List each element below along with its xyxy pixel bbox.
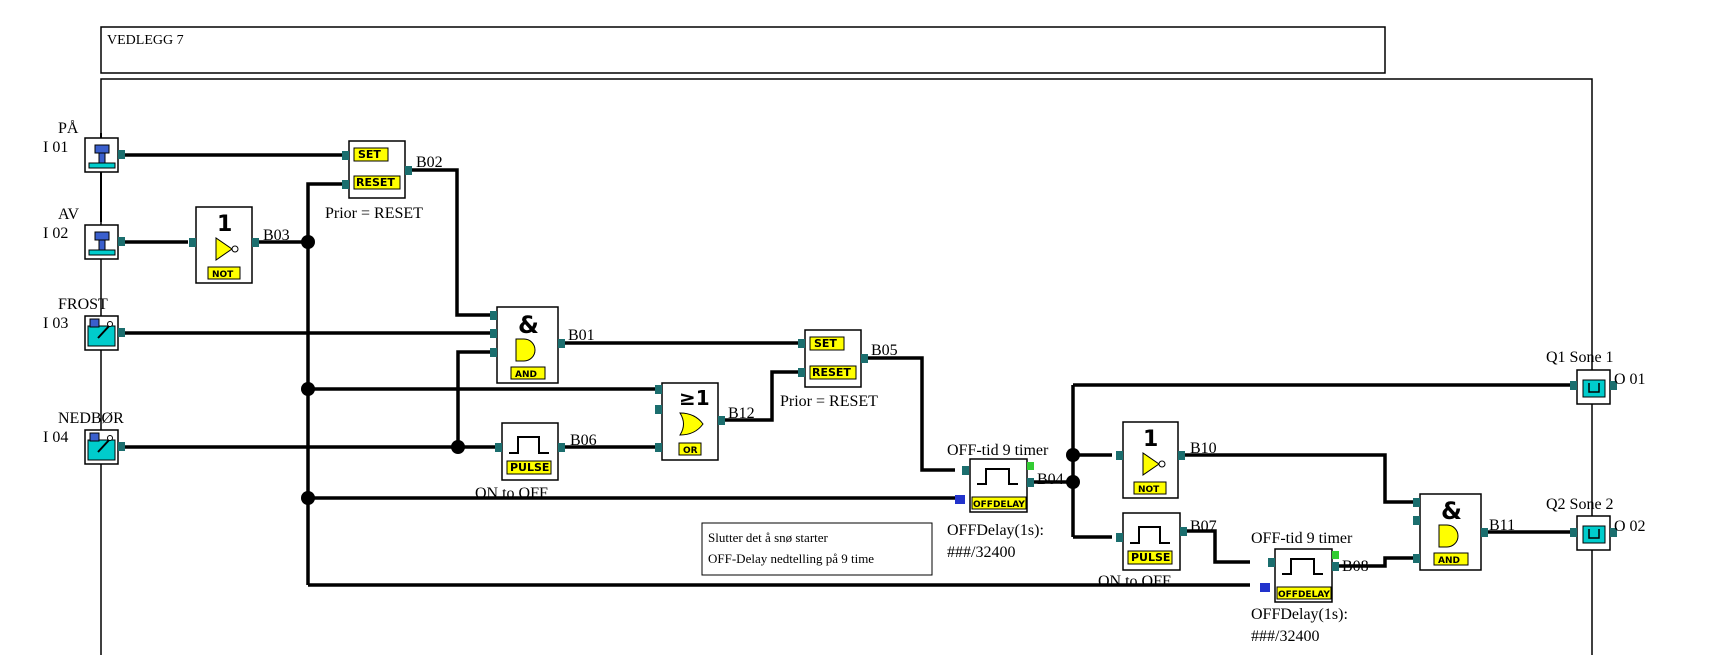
title-box [100,26,1386,74]
svg-text:B03: B03 [263,227,290,244]
block-b01-and[interactable]: & AND B01 [490,306,595,384]
svg-text:&: & [1441,497,1462,525]
svg-text:SET: SET [358,148,381,161]
block-b02-setreset[interactable]: SET RESET B02 Prior = RESET [325,140,443,222]
svg-text:###/32400: ###/32400 [1251,628,1319,645]
svg-text:≥1: ≥1 [679,386,710,410]
svg-text:OFF-Delay nedtelling på 9 time: OFF-Delay nedtelling på 9 time [708,551,874,566]
input-i02[interactable]: AV I 02 [43,206,125,260]
input-i03[interactable]: FROST I 03 [43,296,125,351]
svg-text:I 02: I 02 [43,225,68,242]
svg-text:PÅ: PÅ [58,119,79,137]
output-q1[interactable]: Q1 Sone 1 O 01 [1546,349,1646,405]
svg-text:###/32400: ###/32400 [947,544,1015,561]
svg-text:PULSE: PULSE [1131,551,1170,564]
svg-text:AND: AND [1438,556,1460,566]
svg-text:Slutter det å snø starter: Slutter det å snø starter [708,530,829,545]
svg-text:AND: AND [515,370,537,380]
svg-text:I 01: I 01 [43,139,68,156]
svg-text:&: & [518,311,539,339]
block-b06-pulse[interactable]: PULSE B06 ON to OFF [475,422,597,502]
svg-text:I 04: I 04 [43,429,68,446]
svg-text:O 01: O 01 [1614,371,1646,388]
svg-text:PULSE: PULSE [510,461,549,474]
junction-dots [301,235,1080,505]
svg-text:Q2 Sone 2: Q2 Sone 2 [1546,496,1614,513]
diagram-frame [100,78,1593,655]
svg-text:NEDBØR: NEDBØR [58,410,124,427]
svg-text:RESET: RESET [356,176,395,189]
output-q2[interactable]: Q2 Sone 2 O 02 [1546,496,1646,551]
svg-text:OFFDELAY: OFFDELAY [973,500,1025,510]
svg-text:B12: B12 [728,405,755,422]
svg-text:RESET: RESET [812,366,851,379]
block-b03-not[interactable]: 1 NOT B03 [189,206,290,284]
svg-text:AV: AV [58,206,79,223]
block-b07-pulse[interactable]: PULSE B07 ON to OFF [1098,512,1217,590]
comment-box: Slutter det å snø starter OFF-Delay nedt… [701,522,933,576]
svg-text:B01: B01 [568,327,595,344]
svg-text:OFFDelay(1s):: OFFDelay(1s): [1251,606,1348,623]
svg-text:B02: B02 [416,154,443,171]
svg-text:Q1 Sone 1: Q1 Sone 1 [1546,349,1614,366]
svg-text:O 02: O 02 [1614,518,1646,535]
input-i04[interactable]: NEDBØR I 04 [43,410,125,465]
svg-text:OFFDelay(1s):: OFFDelay(1s): [947,522,1044,539]
svg-text:B07: B07 [1190,518,1217,535]
svg-text:B08: B08 [1342,558,1369,575]
svg-text:1: 1 [217,212,232,237]
svg-text:Prior = RESET: Prior = RESET [780,393,878,410]
svg-text:FROST: FROST [58,296,108,313]
svg-text:SET: SET [814,337,837,350]
wires [100,133,1570,587]
input-i01[interactable]: PÅ I 01 [43,119,125,173]
svg-text:OR: OR [683,446,698,456]
title-text: VEDLEGG 7 [107,33,184,48]
block-b05-setreset[interactable]: SET RESET B05 Prior = RESET [780,329,898,410]
svg-text:OFFDELAY: OFFDELAY [1278,590,1330,600]
svg-text:B04: B04 [1037,471,1064,488]
block-b08-offdelay[interactable]: OFF-tid 9 timer OFFDELAY B08 OFFDelay(1s… [1251,530,1369,645]
svg-text:I 03: I 03 [43,315,68,332]
svg-text:ON to OFF: ON to OFF [1098,573,1171,590]
svg-text:NOT: NOT [212,270,234,280]
block-b04-offdelay[interactable]: OFF-tid 9 timer OFFDELAY B04 OFFDelay(1s… [947,442,1064,561]
svg-text:B10: B10 [1190,440,1217,457]
svg-text:Prior = RESET: Prior = RESET [325,205,423,222]
svg-text:ON to OFF: ON to OFF [475,485,548,502]
block-b11-and[interactable]: & AND B11 [1413,493,1515,571]
svg-text:OFF-tid 9 timer: OFF-tid 9 timer [1251,530,1353,547]
block-b10-not[interactable]: 1 NOT B10 [1116,421,1217,499]
svg-text:B11: B11 [1489,517,1515,534]
svg-text:B05: B05 [871,342,898,359]
svg-text:B06: B06 [570,432,597,449]
svg-text:1: 1 [1143,427,1158,452]
block-b12-or[interactable]: ≥1 OR B12 [655,382,755,461]
svg-text:OFF-tid 9 timer: OFF-tid 9 timer [947,442,1049,459]
svg-text:NOT: NOT [1138,485,1160,495]
